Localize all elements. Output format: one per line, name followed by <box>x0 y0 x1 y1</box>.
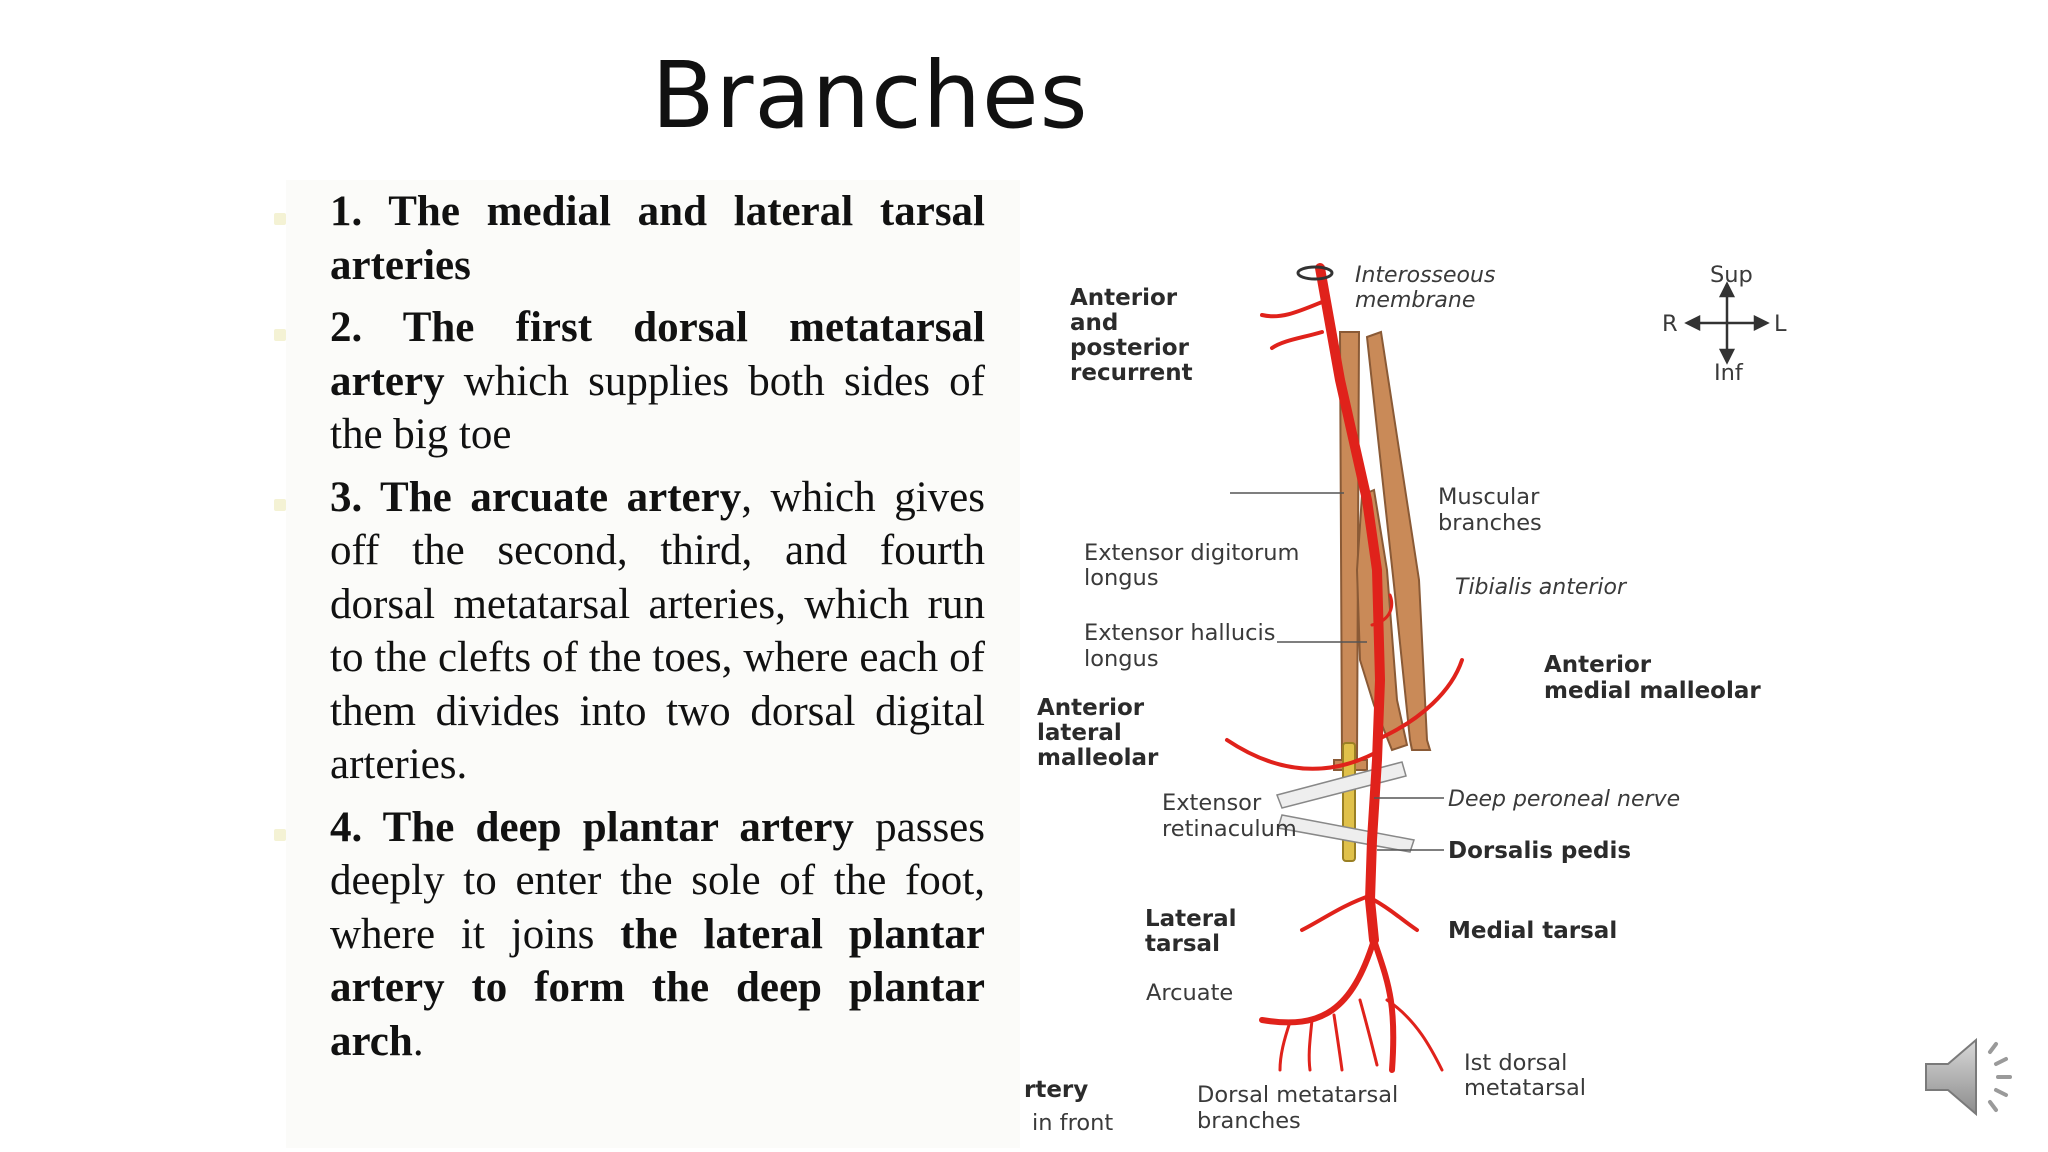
muscular-branch <box>1370 593 1394 627</box>
label-ant-lateral-3: malleolar <box>1037 745 1159 771</box>
bullet-bold-text: 1. The medial and lateral tarsal arterie… <box>330 188 985 289</box>
arcuate-artery <box>1259 937 1377 1026</box>
arrow-right-icon <box>1753 314 1770 332</box>
bullet-bold-text: 3. The arcuate artery <box>330 473 742 521</box>
bullet-marker <box>274 498 286 511</box>
bullet-marker <box>274 828 286 841</box>
bullet-item: 4. The deep plantar artery passes deeply… <box>274 801 985 1069</box>
bullet-text: , which gives off the second, third, and… <box>330 473 985 789</box>
anterior-medial-malleolar-branch <box>1374 658 1464 742</box>
label-inf: Inf <box>1714 360 1744 386</box>
bullet-bold-text: the lateral plantar artery to form the d… <box>330 910 985 1065</box>
label-interosseous-2: membrane <box>1355 288 1475 313</box>
bullet-marker <box>274 213 286 225</box>
bullet-text: . <box>412 1017 424 1065</box>
label-l: L <box>1774 311 1787 337</box>
label-recurrent-1: Anterior <box>1070 285 1178 311</box>
label-interosseous-1: Interosseous <box>1355 263 1495 288</box>
label-ant-lateral-1: Anterior <box>1037 695 1145 721</box>
bullet-marker <box>274 329 286 341</box>
speaker-icon[interactable] <box>1918 1022 2028 1132</box>
bullet-list: 1. The medial and lateral tarsal arterie… <box>274 185 985 1077</box>
label-muscular-2: branches <box>1438 510 1542 536</box>
first-dorsal-metatarsal-artery <box>1371 937 1397 1073</box>
label-ant-medial-1: Anterior <box>1544 652 1652 678</box>
dorsal-metatarsal-branch-2 <box>1307 1018 1314 1072</box>
label-dorsalis: Dorsalis pedis <box>1448 838 1631 864</box>
leader-lines <box>1230 492 1444 851</box>
arrow-left-icon <box>1684 314 1701 332</box>
recurrent-branch-1 <box>1260 298 1329 319</box>
recurrent-branch-2 <box>1270 330 1324 350</box>
label-dorsal-metatarsal-2: branches <box>1197 1108 1301 1134</box>
label-cut-left-1: rtery <box>1024 1077 1088 1103</box>
label-retinaculum-2: retinaculum <box>1162 816 1297 842</box>
label-cut-left-2: in front <box>1032 1110 1113 1136</box>
label-ext-hallucis-2: longus <box>1084 646 1159 672</box>
tibialis-anterior-tendon <box>1365 330 1432 751</box>
label-medial-tarsal: Medial tarsal <box>1448 918 1617 944</box>
label-retinaculum-1: Extensor <box>1162 790 1262 816</box>
bullet-bold-text: 4. The deep plantar artery <box>330 803 854 851</box>
dorsal-metatarsal-branch-3 <box>1332 1013 1344 1072</box>
medial-tarsal-branch <box>1372 898 1419 932</box>
label-recurrent-4: recurrent <box>1070 360 1193 386</box>
label-recurrent-2: and <box>1070 310 1118 336</box>
anterior-tibial-artery-diagram: Interosseous membrane Anterior and poste… <box>1024 262 1787 1136</box>
arrow-up-icon <box>1718 281 1736 298</box>
lateral-tarsal-branch <box>1300 893 1374 932</box>
bullet-text: passes deeply to enter the sole of the f… <box>330 803 985 958</box>
medial-distal-branch <box>1385 998 1444 1072</box>
bullet-item: 1. The medial and lateral tarsal arterie… <box>274 185 985 292</box>
label-dorsal-metatarsal-1: Dorsal metatarsal <box>1197 1082 1398 1108</box>
label-lateral-tarsal-2: tarsal <box>1145 931 1220 957</box>
label-first-dorsal-2: metatarsal <box>1464 1075 1586 1101</box>
label-ant-lateral-2: lateral <box>1037 720 1122 746</box>
label-deep-peroneal: Deep peroneal nerve <box>1448 787 1680 812</box>
dorsal-metatarsal-branch-1 <box>1278 1020 1292 1072</box>
label-ext-digitorum-2: longus <box>1084 565 1159 591</box>
label-arcuate: Arcuate <box>1146 980 1233 1006</box>
bullet-item: 3. The arcuate artery, which gives off t… <box>274 471 985 792</box>
dorsal-metatarsal-branch-4 <box>1358 998 1379 1067</box>
artery-tree <box>1225 263 1464 1073</box>
orientation-compass <box>1684 281 1770 365</box>
slide-title: Branches <box>651 42 1089 149</box>
label-muscular-1: Muscular <box>1438 484 1540 510</box>
label-ext-digitorum-1: Extensor digitorum <box>1084 540 1299 566</box>
label-first-dorsal-1: Ist dorsal <box>1464 1050 1567 1076</box>
label-r: R <box>1662 311 1678 337</box>
label-ext-hallucis-1: Extensor hallucis <box>1084 620 1276 646</box>
label-tibialis: Tibialis anterior <box>1455 575 1628 600</box>
arrow-down-icon <box>1718 348 1736 365</box>
text-panel <box>286 180 1020 1148</box>
interosseous-ring <box>1296 265 1334 281</box>
bullet-item: 2. The first dorsal metatarsal artery wh… <box>274 301 985 462</box>
label-sup: Sup <box>1710 262 1753 288</box>
bullet-bold-text: 2. The first dorsal metatarsal artery <box>330 304 985 405</box>
label-lateral-tarsal-1: Lateral <box>1145 906 1237 932</box>
label-recurrent-3: posterior <box>1070 335 1190 361</box>
anterior-lateral-malleolar-branch <box>1225 738 1377 771</box>
label-ant-medial-2: medial malleolar <box>1544 678 1761 704</box>
anterior-tibial-artery <box>1315 263 1386 945</box>
bullet-text: which supplies both sides of the big toe <box>330 357 985 459</box>
